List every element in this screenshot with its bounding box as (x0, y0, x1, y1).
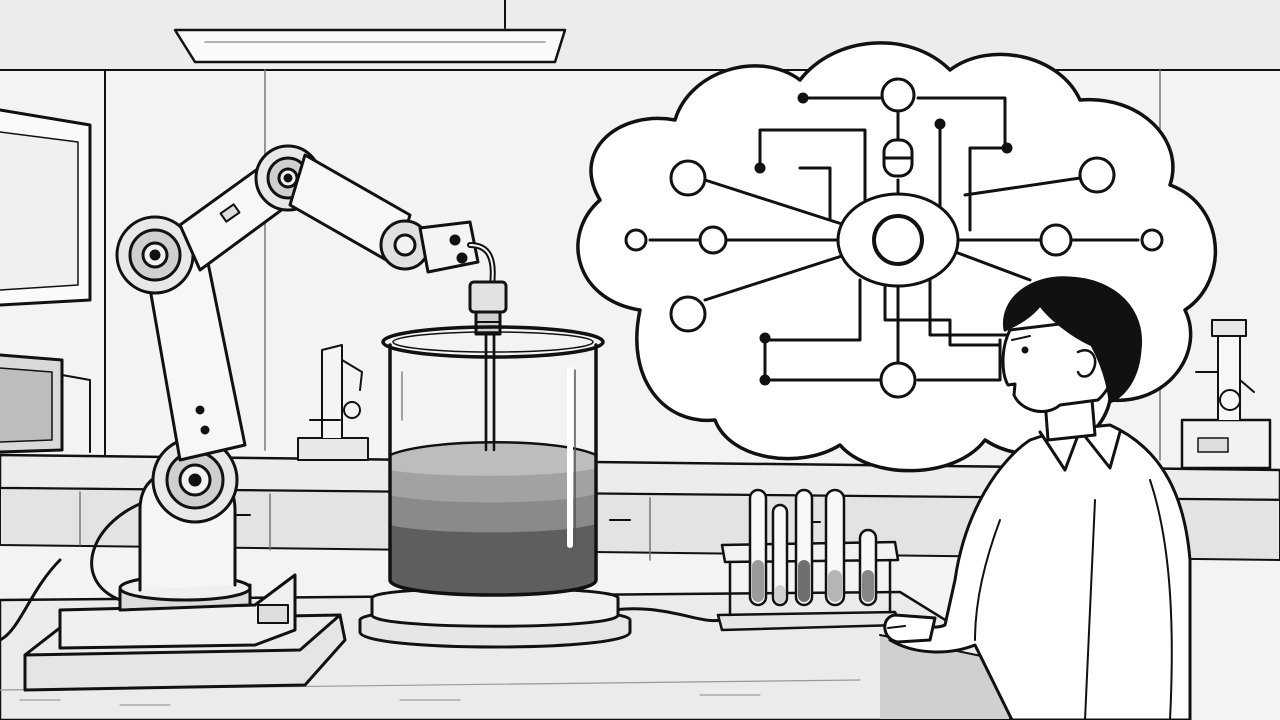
wall-monitor-icon (0, 108, 92, 307)
test-tube-rack-icon (716, 488, 902, 632)
ceiling-light-icon (173, 0, 567, 64)
laptop-icon (0, 353, 91, 454)
right-microscope-icon (1180, 319, 1272, 470)
robot-arm-icon (23, 144, 508, 692)
scientist-icon (883, 276, 1192, 720)
network-diagram-icon (624, 77, 1164, 399)
beaker-icon (358, 325, 632, 649)
test-tubes (748, 488, 878, 607)
back-counter (0, 453, 1280, 561)
microscope-icon (297, 344, 369, 461)
